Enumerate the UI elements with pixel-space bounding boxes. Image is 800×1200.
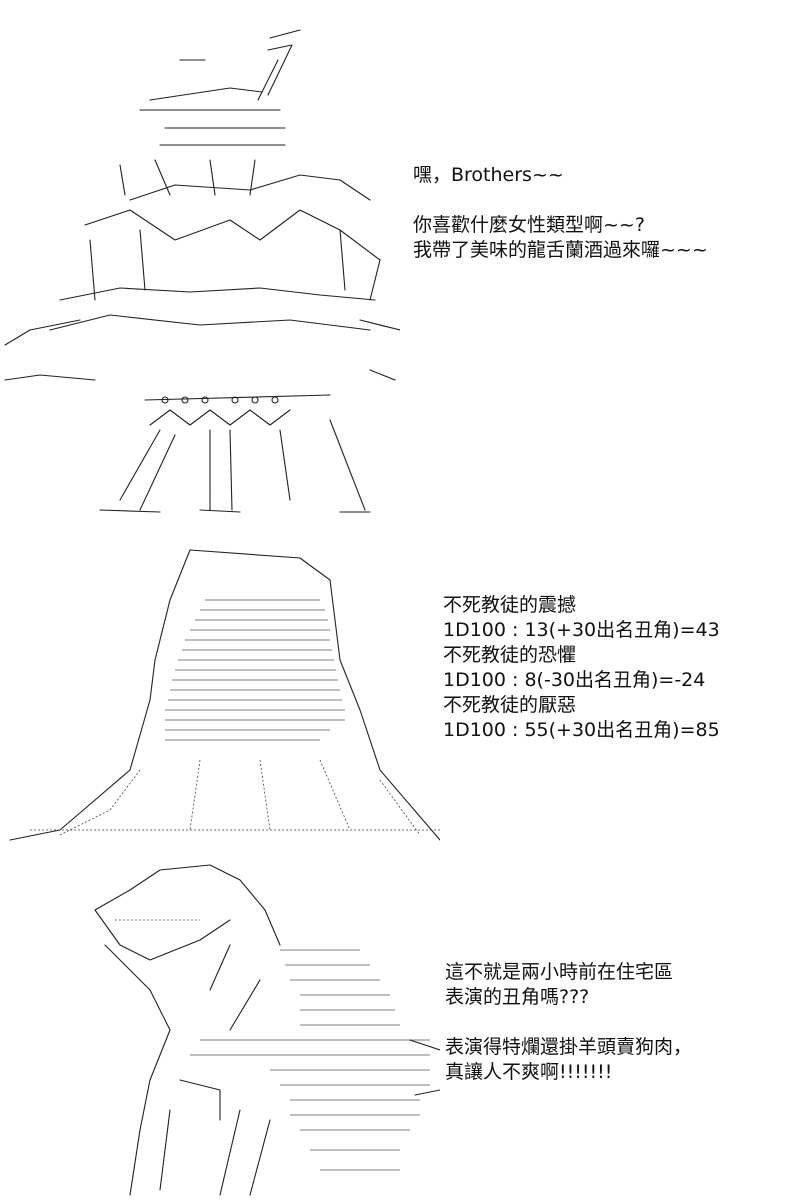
dialogue-line: 表演得特爛還掛羊頭賣狗肉， [445,1036,693,1058]
dialogue-cultist-complaint: 這不就是兩小時前在住宅區 表演的丑角嗎??? 表演得特爛還掛羊頭賣狗肉， 真讓人… [445,960,692,1085]
dialogue-line: 這不就是兩小時前在住宅區 [445,961,674,983]
panel-cultist-complaint: 這不就是兩小時前在住宅區 表演的丑角嗎??? 表演得特爛還掛羊頭賣狗肉， 真讓人… [0,850,800,1200]
dialogue-line: 我帶了美味的龍舌蘭酒過來囉~~~ [413,239,708,261]
dialogue-jester: 嘿，Brothers~~ 你喜歡什麼女性類型啊~~? 我帶了美味的龍舌蘭酒過來囉… [413,163,708,263]
dialogue-dice-rolls: 不死教徒的震撼 1D100 : 13(+30出名丑角)=43 不死教徒的恐懼 1… [443,593,720,743]
ascii-art-hooded-cultist [0,540,440,850]
dialogue-line: 嘿，Brothers~~ [413,164,564,186]
roll-result: 1D100 : 13(+30出名丑角)=43 [443,619,720,641]
dialogue-line [413,188,708,213]
dialogue-line: 表演的丑角嗎??? [445,986,590,1008]
ascii-art-hooded-cultist-closeup [0,850,440,1200]
panel-cultist-rolls: 不死教徒的震撼 1D100 : 13(+30出名丑角)=43 不死教徒的恐懼 1… [0,540,800,850]
roll-result: 1D100 : 8(-30出名丑角)=-24 [443,669,706,691]
ascii-art-jester-with-bottle [0,0,400,540]
dialogue-line [445,1010,692,1035]
roll-label: 不死教徒的厭惡 [443,694,577,716]
roll-label: 不死教徒的震撼 [443,594,577,616]
dialogue-line: 真讓人不爽啊!!!!!!! [445,1061,613,1083]
dialogue-line: 你喜歡什麼女性類型啊~~? [413,214,645,236]
panel-jester-greeting: 嘿，Brothers~~ 你喜歡什麼女性類型啊~~? 我帶了美味的龍舌蘭酒過來囉… [0,0,800,540]
roll-label: 不死教徒的恐懼 [443,644,577,666]
roll-result: 1D100 : 55(+30出名丑角)=85 [443,719,720,741]
